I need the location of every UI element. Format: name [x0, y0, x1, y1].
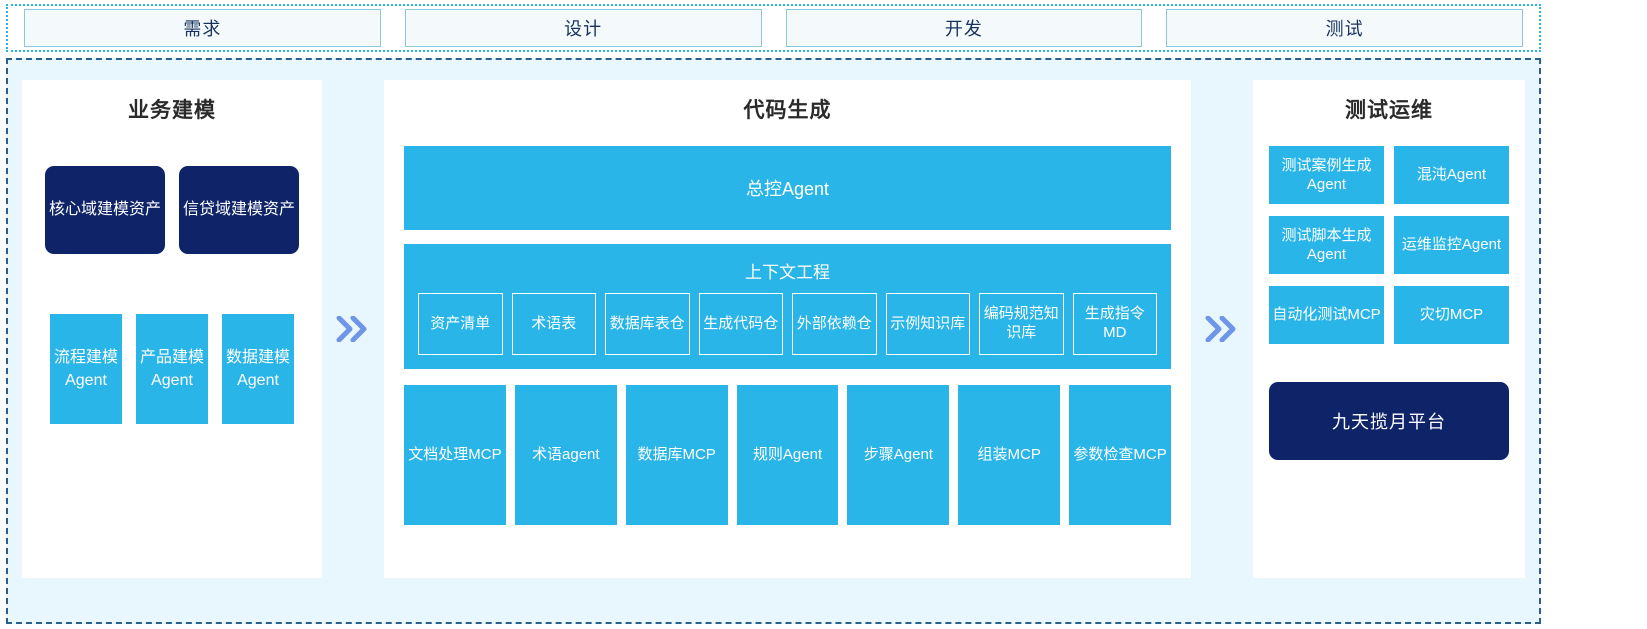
context-chip-db-table-repo[interactable]: 数据库表仓 — [605, 293, 690, 355]
ops-card-chaos-agent[interactable]: 混沌Agent — [1394, 146, 1509, 204]
panel-title-test-operations: 测试运维 — [1345, 99, 1433, 122]
context-engineering-block: 上下文工程 资产清单 术语表 数据库表仓 生成代码仓 外部依赖仓 示例知识库 编… — [404, 244, 1171, 369]
flow-arrow-1 — [322, 80, 384, 578]
context-chip-coding-standard-knowledge-base[interactable]: 编码规范知识库 — [979, 293, 1064, 355]
panel-code-generation: 代码生成 总控Agent 上下文工程 资产清单 术语表 数据库表仓 生成代码仓 … — [384, 80, 1191, 578]
context-chip-glossary[interactable]: 术语表 — [511, 293, 596, 355]
double-chevron-right-icon — [1205, 316, 1239, 342]
modeling-agent-process[interactable]: 流程建模Agent — [50, 314, 122, 424]
code-generation-body: 总控Agent 上下文工程 资产清单 术语表 数据库表仓 生成代码仓 外部依赖仓… — [384, 146, 1191, 545]
double-chevron-right-icon — [336, 316, 370, 342]
panel-business-modeling: 业务建模 核心域建模资产 信贷域建模资产 流程建模Agent 产品建模Agent… — [22, 80, 322, 578]
asset-card-row: 核心域建模资产 信贷域建模资产 — [22, 166, 322, 254]
panel-title-code-generation: 代码生成 — [743, 99, 832, 122]
master-agent-bar[interactable]: 总控Agent — [404, 146, 1171, 230]
context-chip-example-knowledge-base[interactable]: 示例知识库 — [885, 293, 970, 355]
context-chip-generated-code-repo[interactable]: 生成代码仓 — [698, 293, 783, 355]
ops-card-automated-test-mcp[interactable]: 自动化测试MCP — [1269, 286, 1384, 344]
panels-row: 业务建模 核心域建模资产 信贷域建模资产 流程建模Agent 产品建模Agent… — [8, 60, 1539, 622]
flow-arrow-2 — [1191, 80, 1253, 578]
phase-box-testing[interactable]: 测试 — [1166, 9, 1523, 47]
platform-card-jiutian-lanyue[interactable]: 九天揽月平台 — [1269, 382, 1509, 460]
phase-box-development[interactable]: 开发 — [785, 9, 1143, 47]
tool-card-row: 文档处理MCP 术语agent 数据库MCP 规则Agent 步骤Agent 组… — [404, 385, 1172, 525]
panel-title-business-modeling: 业务建模 — [128, 99, 216, 122]
phase-strip: 需求 设计 开发 测试 — [6, 4, 1541, 52]
phase-box-requirements[interactable]: 需求 — [24, 9, 381, 47]
modeling-agent-data[interactable]: 数据建模Agent — [222, 314, 294, 424]
tool-card-database-mcp[interactable]: 数据库MCP — [625, 385, 728, 525]
main-region: 业务建模 核心域建模资产 信贷域建模资产 流程建模Agent 产品建模Agent… — [6, 58, 1541, 624]
asset-card-core-domain[interactable]: 核心域建模资产 — [45, 166, 165, 254]
context-chip-asset-list[interactable]: 资产清单 — [418, 293, 503, 355]
ops-card-operations-monitoring-agent[interactable]: 运维监控Agent — [1394, 216, 1509, 274]
context-engineering-title: 上下文工程 — [745, 263, 830, 282]
ops-card-disaster-switch-mcp[interactable]: 灾切MCP — [1394, 286, 1509, 344]
phase-box-design[interactable]: 设计 — [404, 9, 762, 47]
modeling-agent-product[interactable]: 产品建模Agent — [136, 314, 208, 424]
panel-test-operations: 测试运维 测试案例生成Agent 混沌Agent 测试脚本生成Agent 运维监… — [1253, 80, 1525, 578]
context-chip-external-dependency-repo[interactable]: 外部依赖仓 — [792, 293, 877, 355]
ops-card-test-script-generation-agent[interactable]: 测试脚本生成Agent — [1269, 216, 1384, 274]
context-chip-generation-instruction-md[interactable]: 生成指令MD — [1072, 293, 1157, 355]
tool-card-assembly-mcp[interactable]: 组装MCP — [958, 385, 1061, 525]
ops-card-grid: 测试案例生成Agent 混沌Agent 测试脚本生成Agent 运维监控Agen… — [1253, 124, 1525, 344]
tool-card-glossary-agent[interactable]: 术语agent — [514, 385, 617, 525]
tool-card-parameter-check-mcp[interactable]: 参数检查MCP — [1069, 385, 1172, 525]
ops-card-test-case-generation-agent[interactable]: 测试案例生成Agent — [1269, 146, 1384, 204]
asset-card-credit-domain[interactable]: 信贷域建模资产 — [179, 166, 299, 254]
modeling-agent-row: 流程建模Agent 产品建模Agent 数据建模Agent — [22, 314, 322, 424]
tool-card-document-processing-mcp[interactable]: 文档处理MCP — [404, 385, 506, 525]
tool-card-step-agent[interactable]: 步骤Agent — [847, 385, 950, 525]
tool-card-rule-agent[interactable]: 规则Agent — [736, 385, 839, 525]
context-chip-row: 资产清单 术语表 数据库表仓 生成代码仓 外部依赖仓 示例知识库 编码规范知识库… — [418, 293, 1157, 355]
